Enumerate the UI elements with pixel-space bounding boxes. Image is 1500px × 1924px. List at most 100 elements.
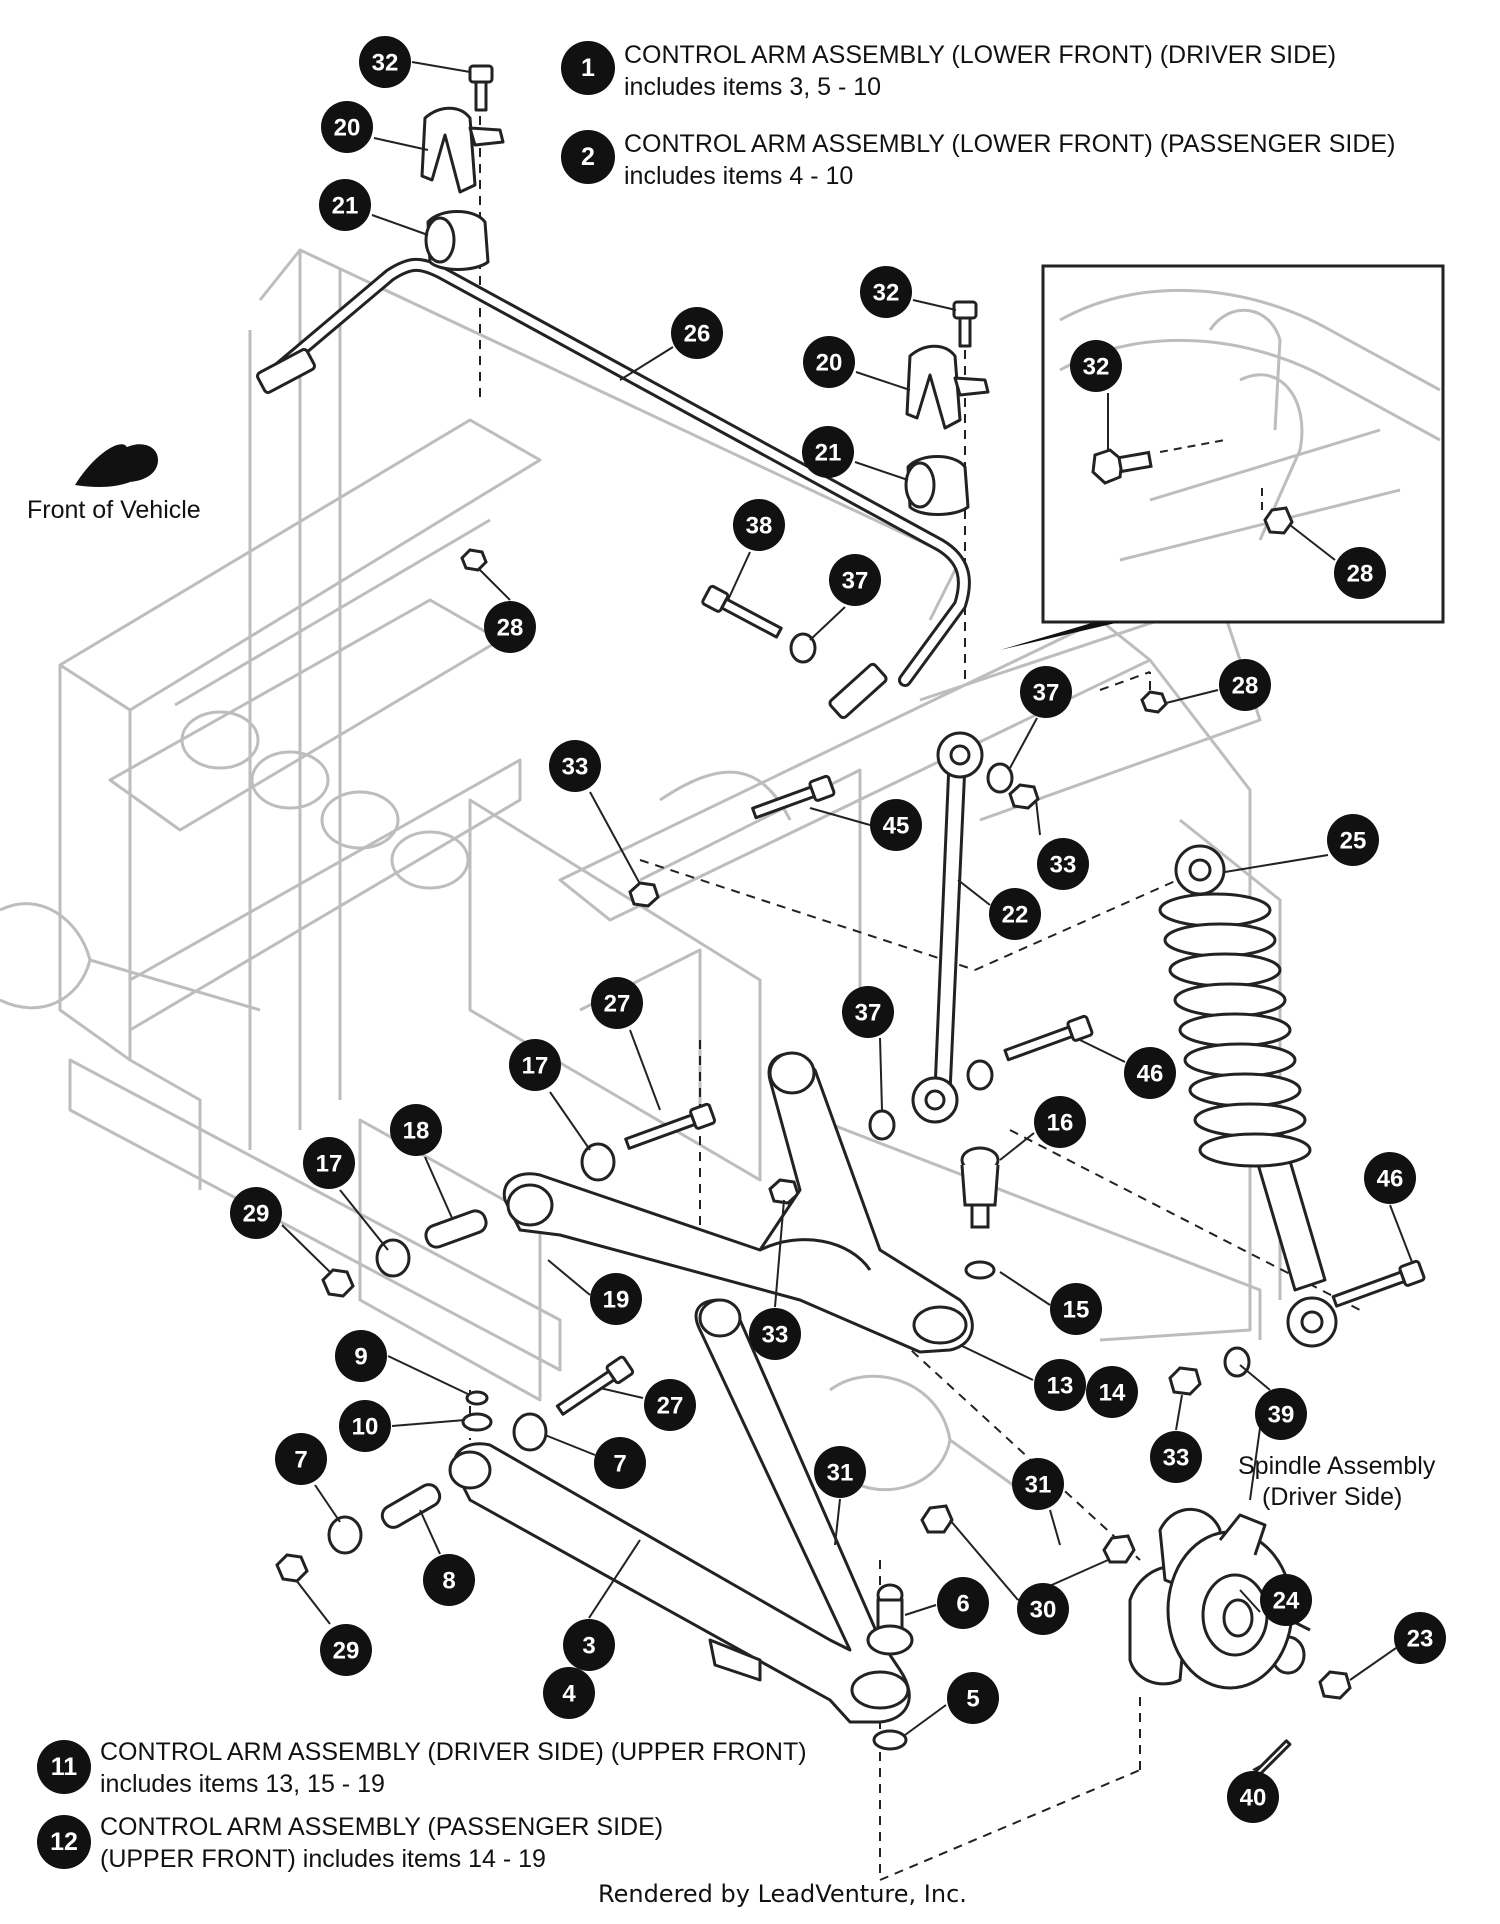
callout-number: 46: [1137, 1061, 1164, 1088]
callout-number: 20: [334, 115, 361, 142]
callout-number: 28: [1347, 561, 1374, 588]
note-title: CONTROL ARM ASSEMBLY (LOWER FRONT) (DRIV…: [624, 41, 1337, 69]
note-badge: 12: [37, 1815, 91, 1869]
callout-14: 14: [1086, 1366, 1138, 1418]
callout-24: 24: [1260, 1574, 1312, 1626]
callout-number: 8: [442, 1568, 455, 1595]
spindle-assembly-label-line1: Spindle Assembly: [1238, 1452, 1436, 1480]
callout-number: 33: [762, 1322, 789, 1349]
callout-number: 31: [1025, 1472, 1052, 1499]
callout-33: 33: [549, 740, 601, 792]
callout-number: 29: [333, 1638, 360, 1665]
callout-3: 3: [563, 1619, 615, 1671]
note-detail: includes items 13, 15 - 19: [100, 1770, 385, 1798]
callout-number: 38: [746, 513, 773, 540]
callout-37: 37: [829, 554, 881, 606]
callout-18: 18: [390, 1104, 442, 1156]
callout-10: 10: [339, 1400, 391, 1452]
callout-32: 32: [860, 266, 912, 318]
callout-number: 17: [316, 1151, 343, 1178]
callout-number: 37: [855, 1000, 882, 1027]
callout-number: 24: [1273, 1588, 1300, 1615]
upper-control-arm: [502, 1051, 974, 1354]
callout-27: 27: [591, 977, 643, 1029]
spindle-assembly: [1128, 1507, 1311, 1690]
callout-26: 26: [671, 307, 723, 359]
callout-number: 16: [1047, 1110, 1074, 1137]
callout-number: 32: [372, 50, 399, 77]
callout-number: 32: [1083, 354, 1110, 381]
callout-number: 31: [827, 1460, 854, 1487]
callout-32: 32: [1070, 340, 1122, 392]
note-badge: 2: [561, 130, 615, 184]
stabilizer-brackets: [420, 106, 990, 516]
callout-number: 32: [873, 280, 900, 307]
spindle-assembly-label-line2: (Driver Side): [1262, 1483, 1403, 1511]
callout-number: 5: [966, 1686, 979, 1713]
callout-number: 26: [684, 321, 711, 348]
callout-20: 20: [803, 336, 855, 388]
callout-number: 20: [816, 350, 843, 377]
callout-22: 22: [989, 888, 1041, 940]
callout-37: 37: [1020, 666, 1072, 718]
callout-number: 33: [562, 754, 589, 781]
callout-number: 25: [1340, 828, 1367, 855]
stabilizer-link: [911, 731, 984, 1124]
callout-38: 38: [733, 499, 785, 551]
callout-17: 17: [509, 1039, 561, 1091]
callout-number: 21: [332, 193, 359, 220]
callout-17: 17: [303, 1137, 355, 1189]
callout-9: 9: [335, 1330, 387, 1382]
callout-15: 15: [1050, 1283, 1102, 1335]
note-badge: 1: [561, 41, 615, 95]
callout-5: 5: [947, 1672, 999, 1724]
shock-absorber: [1158, 844, 1338, 1348]
callout-45: 45: [870, 799, 922, 851]
callout-number: 6: [956, 1591, 969, 1618]
note-detail: includes items 4 - 10: [624, 162, 854, 190]
callout-40: 40: [1227, 1771, 1279, 1823]
callout-19: 19: [590, 1273, 642, 1325]
callout-39: 39: [1255, 1388, 1307, 1440]
callout-28: 28: [1219, 659, 1271, 711]
callout-number: 19: [603, 1287, 630, 1314]
callout-37: 37: [842, 986, 894, 1038]
callout-21: 21: [802, 426, 854, 478]
callout-21: 21: [319, 179, 371, 231]
callout-number: 22: [1002, 902, 1029, 929]
callout-6: 6: [937, 1577, 989, 1629]
callout-32: 32: [359, 36, 411, 88]
callout-number: 3: [582, 1633, 595, 1660]
callout-number: 27: [657, 1393, 684, 1420]
callout-number: 17: [522, 1053, 549, 1080]
callout-7: 7: [594, 1437, 646, 1489]
callout-number: 21: [815, 440, 842, 467]
callout-20: 20: [321, 101, 373, 153]
note-detail: (UPPER FRONT) includes items 14 - 19: [100, 1845, 546, 1873]
callout-number: 7: [294, 1447, 307, 1474]
lower-control-arm: [448, 1298, 911, 1724]
bolts: [468, 64, 1426, 1786]
callout-31: 31: [1012, 1458, 1064, 1510]
callout-number: 33: [1050, 852, 1077, 879]
callout-number: 7: [613, 1451, 626, 1478]
callout-33: 33: [749, 1308, 801, 1360]
callout-number: 28: [497, 615, 524, 642]
callout-number: 9: [354, 1344, 367, 1371]
callout-number: 15: [1063, 1297, 1090, 1324]
callout-number: 29: [243, 1201, 270, 1228]
callout-4: 4: [543, 1667, 595, 1719]
callout-13: 13: [1034, 1359, 1086, 1411]
callout-number: 33: [1163, 1445, 1190, 1472]
callout-16: 16: [1034, 1096, 1086, 1148]
callout-33: 33: [1150, 1431, 1202, 1483]
note-title: CONTROL ARM ASSEMBLY (LOWER FRONT) (PASS…: [624, 130, 1396, 158]
stabilizer-bar: [256, 257, 971, 720]
callout-number: 4: [562, 1681, 576, 1708]
callout-number: 46: [1377, 1166, 1404, 1193]
callout-number: 30: [1030, 1597, 1057, 1624]
callout-number: 13: [1047, 1373, 1074, 1400]
callout-30: 30: [1017, 1583, 1069, 1635]
